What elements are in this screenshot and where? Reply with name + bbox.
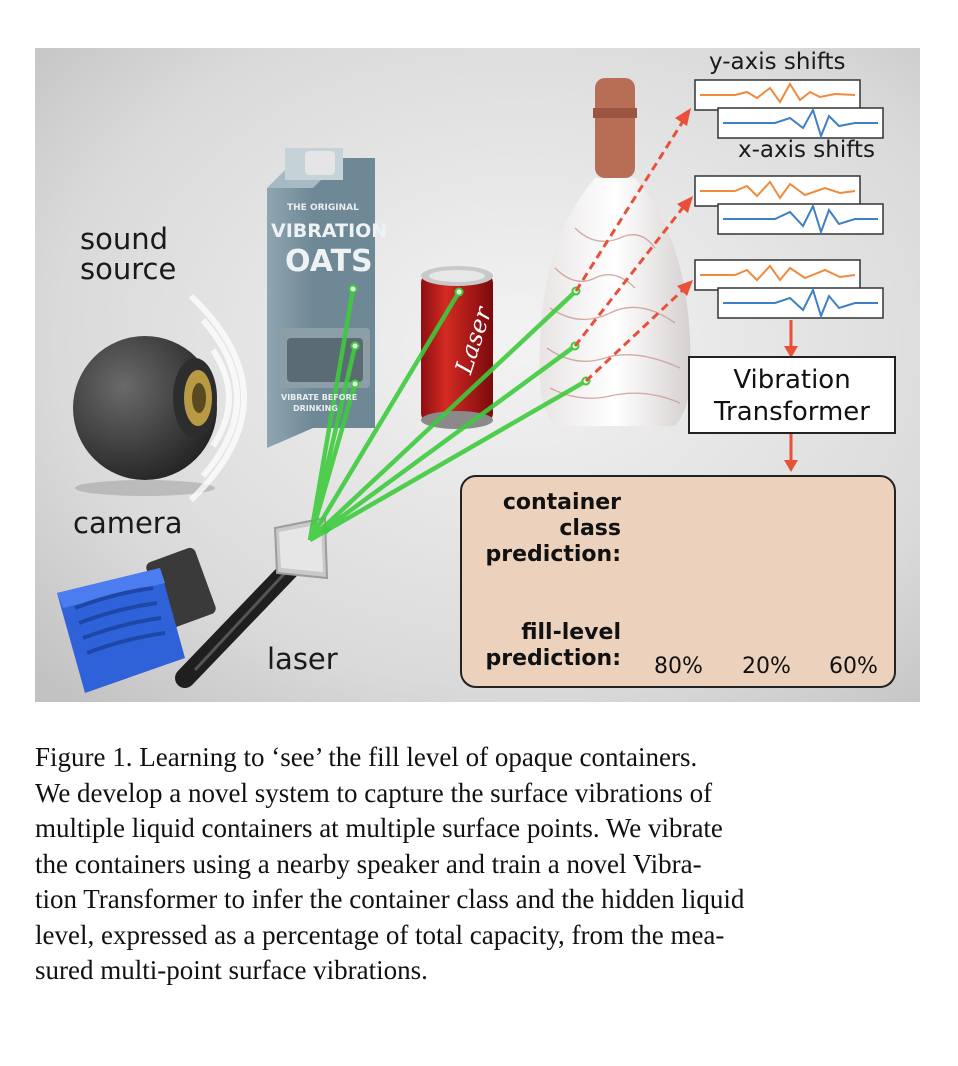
speaker-illustration [73, 293, 247, 503]
y-axis-shifts-label: y-axis shifts [709, 49, 846, 75]
caption-line: We develop a novel system to capture the… [35, 777, 713, 808]
caption-line: Figure 1. Learning to ‘see’ the fill lev… [35, 742, 698, 772]
carton-text-5: DRINKING [293, 404, 338, 413]
caption-line: multiple liquid containers at multiple s… [35, 813, 723, 843]
caption-line: tion Transformer to infer the container … [35, 884, 745, 914]
signal-arrows [573, 117, 687, 383]
prediction-panel [460, 475, 896, 688]
signal-box-1 [694, 79, 884, 140]
carton-text-4: VIBRATE BEFORE [281, 393, 358, 402]
class-prediction-label: container class prediction: [485, 490, 621, 567]
can-fill-value: 20% [742, 654, 791, 679]
caption-line: sured multi-point surface vibrations. [35, 955, 428, 985]
camera-label: camera [73, 506, 183, 540]
fill-prediction-label: fill-level prediction: [485, 620, 621, 671]
caption-line: the containers using a nearby speaker an… [35, 848, 702, 879]
carton-text-1: THE ORIGINAL [287, 203, 359, 213]
figure-caption: Figure 1. Learning to ‘see’ the fill lev… [35, 740, 919, 989]
laser-points [348, 284, 591, 389]
signal-box-3 [694, 259, 884, 320]
wine-bottle-illustration [539, 78, 691, 426]
carton-text-3: OATS [285, 244, 373, 279]
laser-beams [307, 288, 588, 542]
signal-box-2 [694, 175, 884, 236]
bottle-fill-value: 60% [829, 654, 878, 679]
laser-label: laser [267, 642, 338, 676]
carton-fill-value: 80% [654, 654, 703, 679]
oat-carton-illustration [267, 148, 375, 448]
flow-arrows [784, 320, 798, 472]
x-axis-shifts-label: x-axis shifts [738, 137, 875, 163]
caption-line: level, expressed as a percentage of tota… [35, 919, 725, 950]
carton-text-2: VIBRATION [271, 220, 388, 242]
camera-illustration [57, 547, 216, 693]
arrow-heads [675, 108, 693, 296]
